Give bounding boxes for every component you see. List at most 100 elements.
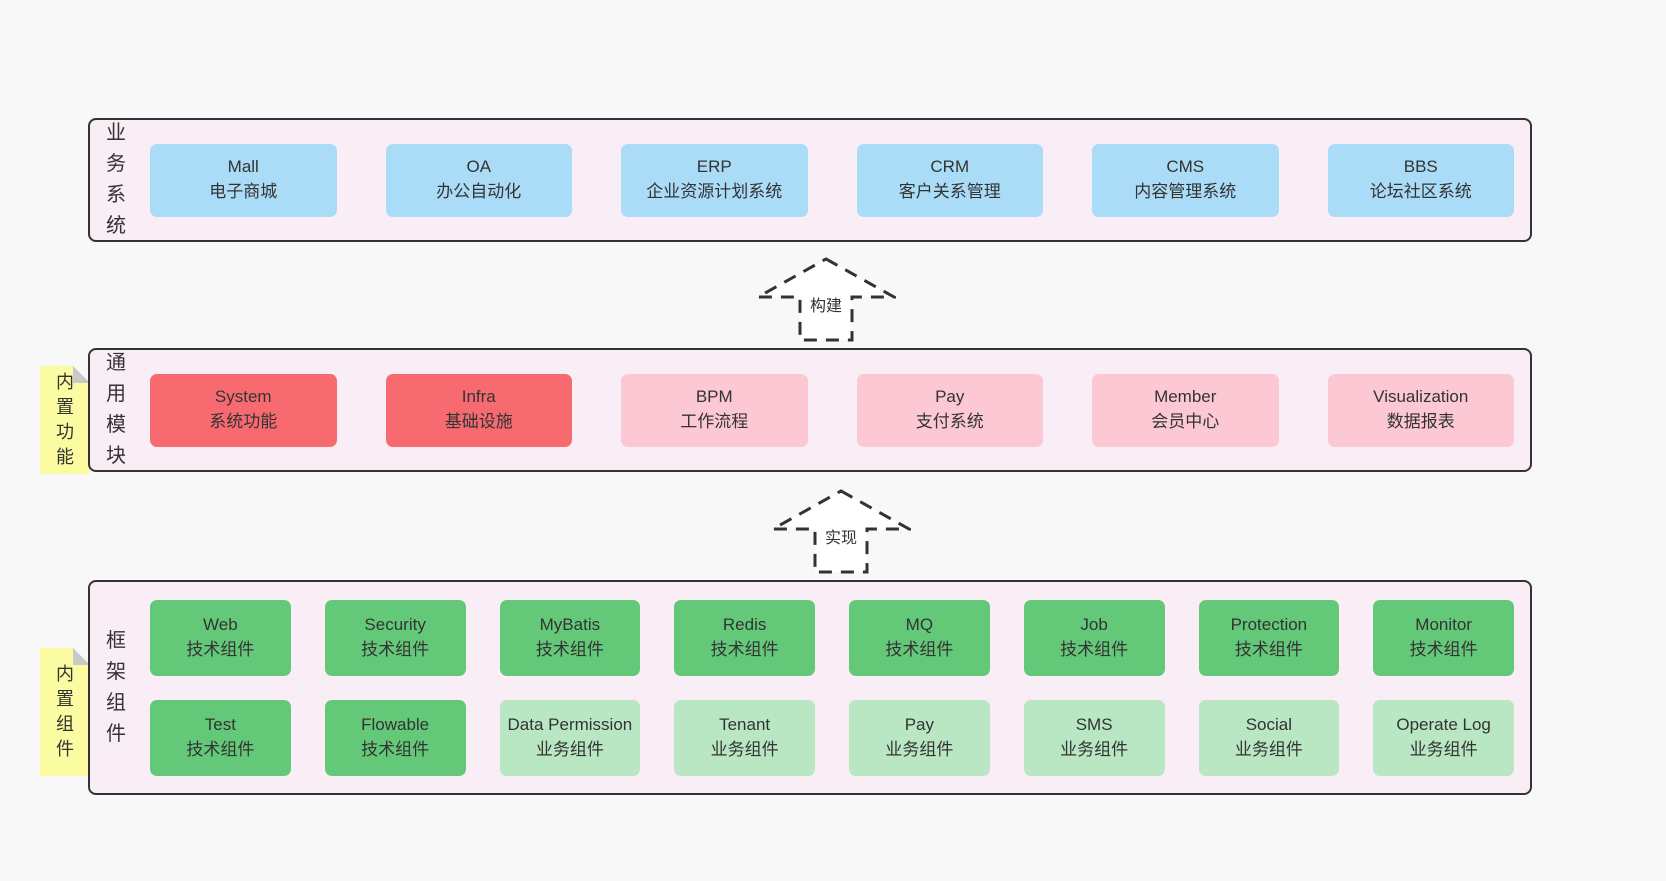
box-desc: 技术组件 bbox=[535, 639, 604, 659]
box-security: Security 技术组件 bbox=[324, 599, 466, 676]
box-name: ERP bbox=[696, 157, 732, 177]
box-name: OA bbox=[466, 157, 492, 177]
band-framework-components: 框架组件 Web 技术组件 Security 技术组件 MyBatis 技术组件… bbox=[88, 580, 1532, 795]
box-desc: 数据报表 bbox=[1386, 412, 1455, 431]
box-name: BPM bbox=[695, 387, 733, 407]
box-desc: 技术组件 bbox=[1234, 639, 1303, 659]
box-desc: 客户关系管理 bbox=[898, 182, 1001, 201]
box-crm: CRM 客户关系管理 bbox=[856, 143, 1043, 217]
box-desc: 业务组件 bbox=[885, 739, 954, 759]
box-operate-log: Operate Log 业务组件 bbox=[1373, 699, 1514, 776]
box-erp: ERP 企业资源计划系统 bbox=[621, 143, 808, 217]
box-desc: 基础设施 bbox=[444, 412, 513, 431]
box-name: CRM bbox=[930, 157, 970, 177]
box-name: Pay bbox=[904, 714, 935, 734]
band-business-label: 业务系统 bbox=[106, 122, 126, 237]
box-name: Social bbox=[1245, 714, 1293, 734]
box-name: Redis bbox=[722, 614, 767, 634]
box-desc: 技术组件 bbox=[186, 639, 255, 659]
box-desc: 技术组件 bbox=[1409, 639, 1478, 659]
box-name: MyBatis bbox=[539, 614, 601, 634]
box-bpm: BPM 工作流程 bbox=[621, 373, 808, 447]
band-components-label: 框架组件 bbox=[106, 629, 126, 745]
box-name: Monitor bbox=[1415, 614, 1472, 634]
box-name: Pay bbox=[935, 387, 965, 407]
box-name: Member bbox=[1154, 387, 1217, 407]
box-data-permission: Data Permission 业务组件 bbox=[499, 699, 641, 776]
box-desc: 系统功能 bbox=[209, 412, 278, 431]
box-member: Member 会员中心 bbox=[1092, 373, 1279, 447]
band-components-row-2: Test 技术组件 Flowable 技术组件 Data Permission … bbox=[150, 699, 1514, 776]
box-monitor: Monitor 技术组件 bbox=[1373, 599, 1514, 676]
box-name: Flowable bbox=[361, 714, 430, 734]
box-name: SMS bbox=[1075, 714, 1113, 734]
box-flowable: Flowable 技术组件 bbox=[324, 699, 466, 776]
arrow-build-label: 构建 bbox=[806, 291, 846, 317]
box-redis: Redis 技术组件 bbox=[674, 599, 815, 676]
box-desc: 技术组件 bbox=[361, 639, 430, 659]
box-desc: 工作流程 bbox=[680, 412, 749, 431]
box-desc: 技术组件 bbox=[361, 739, 430, 759]
box-name: Visualization bbox=[1373, 387, 1469, 407]
box-visualization: Visualization 数据报表 bbox=[1327, 373, 1514, 447]
box-social: Social 业务组件 bbox=[1198, 699, 1340, 776]
band-modules-rows: System 系统功能 Infra 基础设施 BPM 工作流程 Pay 支付系统… bbox=[150, 373, 1514, 447]
note-built-in-features: 内置功能 bbox=[40, 366, 90, 474]
box-sms: SMS 业务组件 bbox=[1023, 699, 1165, 776]
band-business-systems: 业务系统 Mall 电子商城 OA 办公自动化 ERP 企业资源计划系统 CRM… bbox=[88, 118, 1532, 242]
box-name: CMS bbox=[1166, 157, 1205, 177]
box-desc: 支付系统 bbox=[915, 412, 984, 431]
box-mall: Mall 电子商城 bbox=[150, 143, 337, 217]
box-name: BBS bbox=[1403, 157, 1438, 177]
box-desc: 业务组件 bbox=[710, 739, 779, 759]
arrow-implement: 实现 bbox=[771, 488, 911, 574]
box-desc: 办公自动化 bbox=[436, 182, 522, 201]
box-name: Security bbox=[364, 614, 426, 634]
arrow-build: 构建 bbox=[756, 256, 896, 342]
box-desc: 会员中心 bbox=[1151, 412, 1220, 431]
band-common-modules: 通用模块 System 系统功能 Infra 基础设施 BPM 工作流程 Pay… bbox=[88, 348, 1532, 472]
box-name: Test bbox=[204, 714, 236, 734]
box-name: Job bbox=[1080, 614, 1108, 634]
box-desc: 技术组件 bbox=[885, 639, 954, 659]
box-infra: Infra 基础设施 bbox=[385, 373, 572, 447]
band-modules-row: System 系统功能 Infra 基础设施 BPM 工作流程 Pay 支付系统… bbox=[150, 373, 1514, 447]
box-cms: CMS 内容管理系统 bbox=[1092, 143, 1279, 217]
box-desc: 技术组件 bbox=[1060, 639, 1129, 659]
box-desc: 电子商城 bbox=[209, 182, 278, 201]
box-test: Test 技术组件 bbox=[150, 699, 291, 776]
note-built-in-features-label: 内置功能 bbox=[56, 371, 74, 468]
arrow-implement-label: 实现 bbox=[821, 523, 861, 549]
box-mybatis: MyBatis 技术组件 bbox=[499, 599, 641, 676]
box-tenant: Tenant 业务组件 bbox=[674, 699, 815, 776]
band-business-rows: Mall 电子商城 OA 办公自动化 ERP 企业资源计划系统 CRM 客户关系… bbox=[150, 143, 1514, 217]
box-system: System 系统功能 bbox=[150, 373, 337, 447]
box-desc: 业务组件 bbox=[535, 739, 604, 759]
box-job: Job 技术组件 bbox=[1023, 599, 1165, 676]
box-desc: 技术组件 bbox=[186, 739, 255, 759]
note-built-in-components-label: 内置组件 bbox=[56, 663, 74, 760]
box-mq: MQ 技术组件 bbox=[849, 599, 990, 676]
box-name: MQ bbox=[905, 614, 934, 634]
box-name: Tenant bbox=[719, 714, 771, 734]
band-modules-label: 通用模块 bbox=[106, 352, 126, 467]
box-web: Web 技术组件 bbox=[150, 599, 291, 676]
box-desc: 论坛社区系统 bbox=[1369, 182, 1472, 201]
box-bbs: BBS 论坛社区系统 bbox=[1327, 143, 1514, 217]
box-desc: 内容管理系统 bbox=[1134, 182, 1237, 201]
box-desc: 企业资源计划系统 bbox=[646, 182, 783, 201]
band-business-row: Mall 电子商城 OA 办公自动化 ERP 企业资源计划系统 CRM 客户关系… bbox=[150, 143, 1514, 217]
note-built-in-components: 内置组件 bbox=[40, 648, 90, 776]
box-desc: 业务组件 bbox=[1060, 739, 1129, 759]
box-name: Operate Log bbox=[1396, 714, 1491, 734]
box-name: Protection bbox=[1230, 614, 1308, 634]
box-oa: OA 办公自动化 bbox=[385, 143, 572, 217]
box-desc: 业务组件 bbox=[1409, 739, 1478, 759]
box-name: Infra bbox=[461, 387, 496, 407]
box-pay-component: Pay 业务组件 bbox=[849, 699, 990, 776]
box-pay-module: Pay 支付系统 bbox=[856, 373, 1043, 447]
box-protection: Protection 技术组件 bbox=[1198, 599, 1340, 676]
box-name: Web bbox=[203, 614, 238, 634]
band-components-rows: Web 技术组件 Security 技术组件 MyBatis 技术组件 Redi… bbox=[150, 599, 1514, 776]
